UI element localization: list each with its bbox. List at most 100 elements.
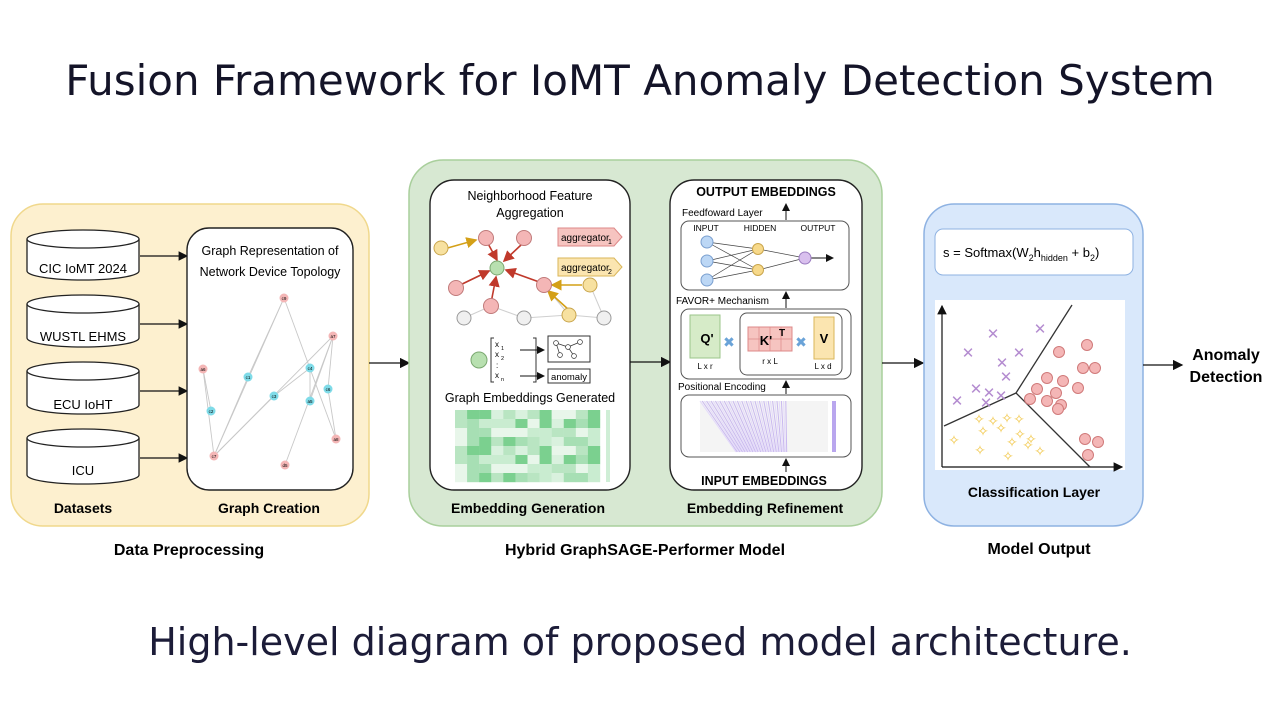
neighbor-node	[448, 280, 464, 296]
neighbor-node	[478, 230, 494, 246]
model-section: Neighborhood Feature Aggregation	[408, 159, 883, 527]
heatmap-cell	[551, 437, 564, 447]
graph-node	[279, 293, 289, 303]
x-entry: :	[496, 361, 498, 370]
class-b-marker	[1057, 375, 1069, 387]
second-hop-node	[582, 277, 598, 293]
heatmap-cell	[575, 455, 589, 465]
class-c-marker: ✧	[973, 411, 985, 427]
embedding-refinement-label: Embedding Refinement	[687, 500, 844, 516]
feedforward-label: Feedfoward Layer	[682, 208, 763, 219]
ff-output-node	[798, 251, 812, 265]
heatmap-cell	[539, 455, 552, 465]
heatmap-cell	[539, 464, 552, 474]
class-b-marker	[1079, 433, 1091, 445]
class-a-marker: ✕	[962, 345, 975, 362]
class-a-marker: ✕	[996, 355, 1009, 372]
feedforward-box	[680, 220, 850, 291]
heatmap-cell	[503, 437, 516, 447]
graph-node-label: c3	[272, 394, 277, 399]
heatmap-cell	[515, 473, 528, 483]
heatmap-cell	[527, 437, 540, 447]
heatmap-cell	[563, 419, 577, 429]
class-c-marker: ✧	[987, 413, 999, 429]
heatmap-cell	[515, 437, 528, 447]
ff-hidden-node	[752, 264, 764, 276]
posenc-stripe	[780, 400, 785, 453]
posenc-stripe	[756, 400, 771, 453]
second-hop-node	[433, 240, 449, 256]
anomaly-box	[547, 368, 591, 384]
x-entry: x	[495, 371, 499, 380]
class-b-marker	[1041, 395, 1053, 407]
positional-encoding-label: Positional Encoding	[678, 382, 766, 393]
result-line1: Anomaly	[1192, 347, 1260, 364]
q-dim: L x r	[697, 362, 713, 371]
heatmap-cell	[515, 464, 528, 474]
heatmap-cell	[515, 446, 528, 456]
heatmap-cell	[515, 410, 528, 420]
posenc-stripe	[763, 400, 775, 453]
q-matrix	[689, 314, 721, 359]
heatmap-cell	[491, 446, 504, 456]
posenc-stripe	[767, 400, 777, 453]
heatmap-cell	[539, 446, 552, 456]
graph-node	[243, 372, 253, 382]
heatmap-cell	[503, 464, 516, 474]
posenc-stripe	[754, 400, 769, 453]
figure-caption: High-level diagram of proposed model arc…	[148, 620, 1132, 664]
graph-node	[209, 451, 219, 461]
posenc-stripe	[714, 400, 746, 453]
x-sub: 2	[501, 356, 504, 362]
input-embeddings-label: INPUT EMBEDDINGS	[701, 474, 827, 488]
heatmap-cell	[491, 464, 504, 474]
heatmap-cell	[467, 419, 480, 429]
class-b-marker	[1053, 346, 1065, 358]
class-b-marker	[1050, 387, 1062, 399]
heatmap-cell	[467, 473, 480, 483]
class-b-marker	[1081, 339, 1093, 351]
preprocessing-section: CIC IoMT 2024 WUSTL EHMS ECU IoHT ICU Gr…	[10, 203, 370, 527]
heatmap-cell	[527, 410, 540, 420]
posenc-stripe	[721, 400, 750, 453]
class-c-marker: ✧	[1013, 411, 1025, 427]
posenc-stripe	[761, 400, 773, 453]
embedding-generation-label: Embedding Generation	[451, 500, 605, 516]
topology-nodes: c9 a6 a7 a8 c1 c2 c3 c4 a5 c6 c7 d5	[198, 293, 341, 470]
class-a-marker: ✕	[987, 326, 1000, 343]
heatmap-cell	[491, 455, 504, 465]
heatmap-cell	[479, 473, 492, 483]
multiply-icon: ✖	[723, 334, 735, 350]
dataset-label-4: ICU	[72, 463, 94, 478]
k-superscript: T	[779, 328, 785, 339]
posenc-stripe	[750, 400, 767, 453]
posenc-stripe	[774, 400, 781, 453]
posenc-stripe	[776, 400, 782, 453]
heatmap-cell	[539, 428, 552, 438]
class-c-marker: ✧	[977, 423, 989, 439]
class-b-marker	[1024, 393, 1036, 405]
topology-graph	[202, 297, 337, 466]
result-line2: Detection	[1190, 369, 1263, 386]
heatmap-cell	[563, 410, 577, 420]
graph-node-label: a5	[307, 399, 313, 404]
graph-node	[198, 364, 208, 374]
heatmap-cell	[491, 410, 504, 420]
output-section: s = Softmax(W2hhidden + b2) ✕✕✕✕✕✕✕✕✕✕✕✧…	[923, 203, 1144, 527]
k-dim: r x L	[762, 357, 778, 366]
graph-node-label: a7	[330, 334, 336, 339]
output-embeddings-label: OUTPUT EMBEDDINGS	[696, 185, 836, 199]
second-hop-node	[561, 307, 577, 323]
class-b-marker	[1052, 403, 1064, 415]
model-section-label: Hybrid GraphSAGE-Performer Model	[505, 542, 785, 559]
heatmap-cell	[467, 464, 480, 474]
graph-node-label: d5	[282, 463, 288, 468]
heatmap-cell	[575, 410, 589, 420]
x-entry: x	[495, 340, 499, 349]
heatmap-cell	[587, 455, 601, 465]
softmax-formula-box	[934, 228, 1134, 276]
posenc-stripe	[717, 400, 747, 453]
neighborhood-title-line2: Aggregation	[496, 206, 563, 220]
target-node	[489, 260, 505, 276]
graph-node-label: a6	[200, 367, 206, 372]
